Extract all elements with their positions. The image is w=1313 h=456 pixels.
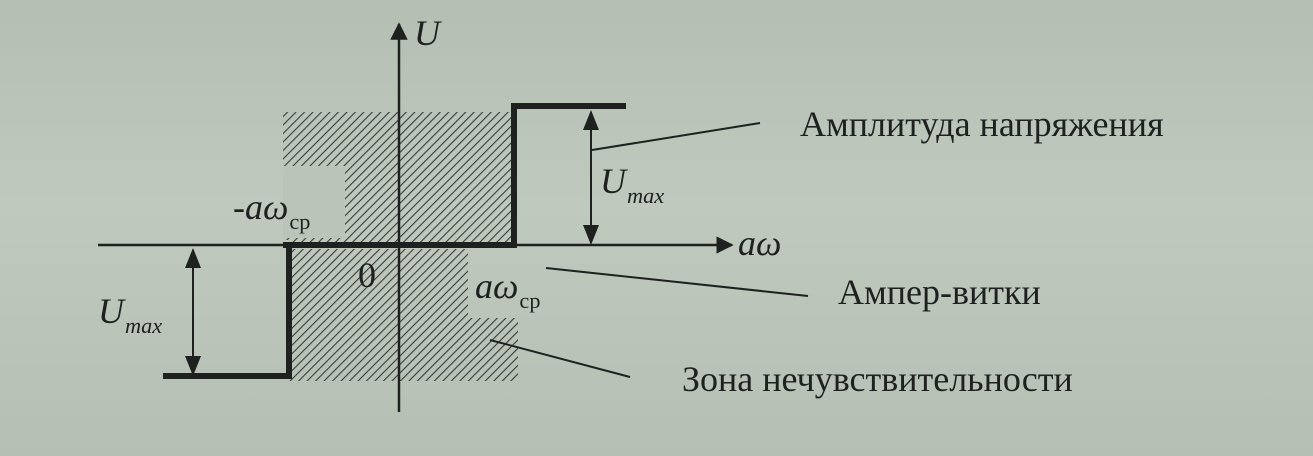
callout-voltage-amplitude: Амплитуда напряжения — [800, 104, 1164, 144]
x-axis-label: aω — [738, 223, 782, 263]
characteristic-upper — [283, 103, 626, 248]
characteristic-lower — [163, 245, 292, 379]
dead-zone-hatch-lower — [289, 249, 518, 381]
negative-threshold-label: -aωср — [233, 186, 310, 235]
umax-lower-label: Umax — [98, 290, 162, 339]
callout-ampere-turns: Ампер-витки — [838, 272, 1041, 312]
y-axis-label: U — [414, 13, 440, 53]
positive-threshold-label: aωср — [475, 265, 540, 314]
negative-threshold-main: -aω — [233, 187, 289, 227]
leader-ampere-turns — [545, 267, 809, 297]
umax-upper-main: U — [600, 161, 626, 201]
umax-lower-arrow-bottom — [185, 356, 201, 376]
leader-voltage-amplitude — [591, 122, 761, 151]
negative-threshold-sub: ср — [289, 209, 311, 235]
umax-lower-main: U — [98, 291, 124, 331]
leader-dead-zone — [489, 339, 631, 378]
umax-upper-label: Umax — [600, 160, 664, 209]
background-mask-left — [283, 166, 345, 238]
umax-upper-arrow-bottom — [583, 225, 599, 245]
origin-label: 0 — [358, 255, 376, 295]
callout-dead-zone: Зона нечувствительности — [682, 359, 1073, 399]
umax-upper-sub: max — [627, 183, 665, 209]
umax-lower-sub: max — [125, 313, 163, 339]
positive-threshold-main: aω — [475, 266, 519, 306]
positive-threshold-sub: ср — [519, 288, 541, 314]
umax-upper-arrow-top — [583, 110, 599, 130]
umax-lower-arrow-top — [185, 248, 201, 268]
